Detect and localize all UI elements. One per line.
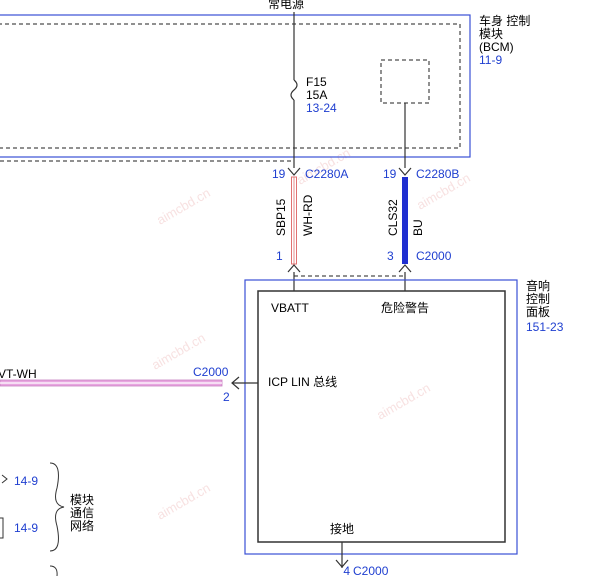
pin-ground: 接地 [330,521,354,536]
wire-cls32: CLS32 BU [386,177,425,264]
fuse-symbol [290,79,298,101]
cls32-circuit: CLS32 [386,199,400,236]
hazard-switch-box [380,59,430,104]
fuse-rating: 15A [306,88,327,102]
pin-vbatt: VBATT [271,301,309,315]
c2280b-pin: 19 [383,167,397,181]
bcm-name-line: 模块 [479,27,503,41]
panel-ref: 151-23 [526,320,564,334]
panel-name-line: 控制 [526,292,550,306]
panel-name-line: 音响 [526,278,550,293]
connector-c2280a-symbol [287,167,301,176]
wire-lin: VT-WH C2000 2 [0,365,258,404]
pin-lin: ICP LIN 总线 [268,375,337,389]
pin-hazard: 危险警告 [381,300,429,315]
network-label-line: 通信 [70,506,94,520]
network-arrow-icon [1,474,8,484]
audio-panel-inner [257,290,506,543]
sbp15-color: WH-RD [301,194,315,236]
connector-c2280b-symbol [398,167,412,176]
c2000-pin2-name: C2000 [193,365,229,379]
network-label-line: 模块 [70,493,94,507]
c2280b-name: C2280B [416,167,459,181]
connector-c2000-pin1-symbol [287,264,301,273]
network-label-line: 网络 [70,518,94,533]
lin-wire-color: VT-WH [0,367,37,381]
connector-c2000-pin4-symbol [335,559,349,568]
c2000-pin3-name: C2000 [416,249,452,263]
c2000-pin4-name: C2000 [353,564,389,576]
c2280a-name: C2280A [305,167,348,181]
audio-control-panel: VBATT 危险警告 ICP LIN 总线 接地 音响 控制 面板 151-23 [244,278,564,555]
audio-panel-outline [244,279,518,555]
panel-name-line: 面板 [526,305,550,319]
power-feed-wire: F15 15A 13-24 [290,12,337,168]
c2000-pin1: 1 [276,249,283,263]
network-brace [49,462,65,552]
wire-sbp15: SBP15 WH-RD [274,176,315,265]
c2000-pin4: 4 [343,564,350,576]
bcm-name-line: 车身 控制 [479,13,530,28]
bcm-outline [0,14,471,158]
connector-c2000-pin3-symbol [398,264,412,273]
network-connector-icon [0,517,4,539]
network-brace-next [49,565,58,576]
c2280a-pin: 19 [272,167,286,181]
bcm-inner-dashed [0,23,461,149]
bcm-ref: 11-9 [479,53,502,67]
fuse-ref: 13-24 [306,101,337,115]
watermark-text: aimcbd.cn [154,480,213,523]
bcm-name-line: (BCM) [479,40,514,54]
bcm-module: 车身 控制 模块 (BCM) 11-9 [0,13,530,162]
watermark-text: aimcbd.cn [154,185,213,228]
power-label: 常电源 [268,0,304,11]
fuse-name: F15 [306,75,327,89]
module-network: 14-9 14-9 模块 通信 网络 [0,462,94,576]
network-ref: 14-9 [14,474,38,488]
c2000-pin3: 3 [387,249,394,263]
network-ref: 14-9 [14,521,38,535]
sbp15-circuit: SBP15 [274,198,288,236]
watermark-text: aimcbd.cn [374,380,433,423]
c2000-pin2: 2 [223,390,230,404]
cls32-color: BU [411,219,425,236]
